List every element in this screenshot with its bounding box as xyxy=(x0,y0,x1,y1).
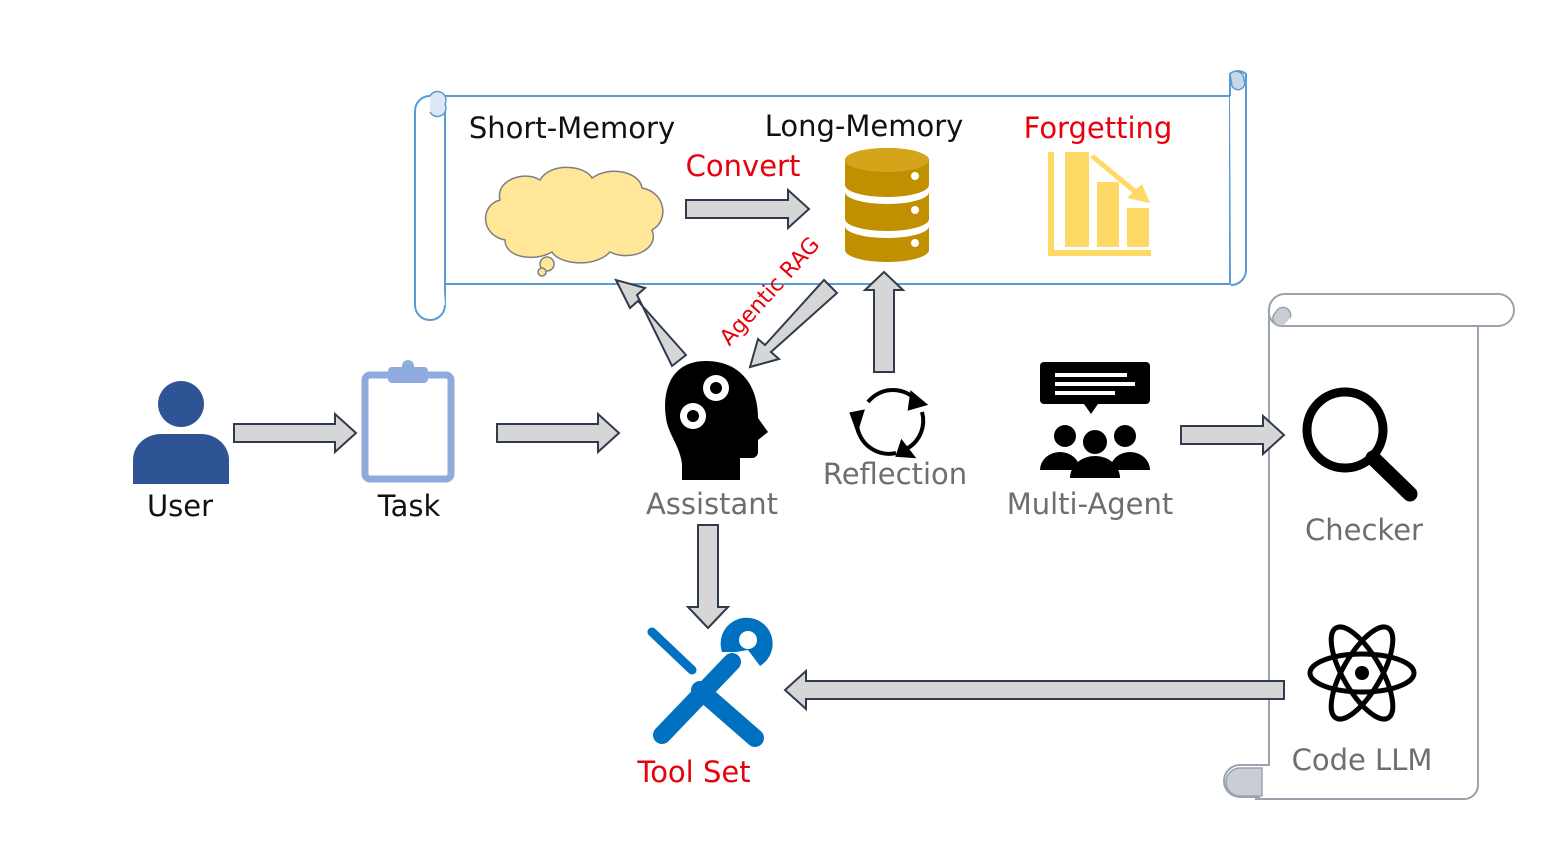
user-icon xyxy=(133,381,229,484)
thought-cloud-icon xyxy=(484,166,664,277)
clipboard-icon xyxy=(361,360,455,483)
tools-scroll xyxy=(1223,293,1515,800)
multi-agent-label: Multi-Agent xyxy=(1007,487,1174,521)
database-icon xyxy=(845,148,929,262)
assistant-head-gears-icon xyxy=(665,361,768,480)
forgetting-label: Forgetting xyxy=(1024,111,1173,145)
long-memory-label: Long-Memory xyxy=(765,109,964,143)
task-label: Task xyxy=(377,489,441,523)
arrow-task-to-assistant xyxy=(496,411,621,455)
memory-scroll xyxy=(414,70,1247,322)
reflection-label: Reflection xyxy=(823,457,967,491)
forgetting-chart-icon xyxy=(1048,152,1151,256)
short-memory-label: Short-Memory xyxy=(469,111,675,145)
arrow-assistant-to-short-memory xyxy=(614,278,688,368)
reflection-cycle-icon xyxy=(849,388,929,459)
labels: Short-Memory Long-Memory Forgetting Conv… xyxy=(147,109,1432,789)
arrow-multiagent-to-checker xyxy=(1180,413,1286,457)
atom-icon xyxy=(1307,624,1417,722)
convert-label: Convert xyxy=(686,149,801,183)
magnifier-icon xyxy=(1302,387,1418,502)
arrow-user-to-task xyxy=(233,411,358,455)
arrow-assistant-to-toolset xyxy=(685,524,731,630)
agentic-rag-label: Agentic RAG xyxy=(715,233,825,351)
arrow-agentic-rag xyxy=(748,278,839,369)
user-label: User xyxy=(147,489,213,523)
checker-label: Checker xyxy=(1305,513,1423,547)
arrow-codellm-to-toolset xyxy=(783,668,1285,712)
tool-set-label: Tool Set xyxy=(636,755,750,789)
assistant-label: Assistant xyxy=(646,487,778,521)
arrow-convert xyxy=(685,187,811,231)
arrow-reflection-to-long-memory xyxy=(862,270,906,373)
multi-agent-group-icon xyxy=(1040,362,1150,478)
code-llm-label: Code LLM xyxy=(1292,743,1433,777)
flow-arrows xyxy=(233,187,1286,712)
tools-wrench-screwdriver-icon xyxy=(647,617,773,747)
